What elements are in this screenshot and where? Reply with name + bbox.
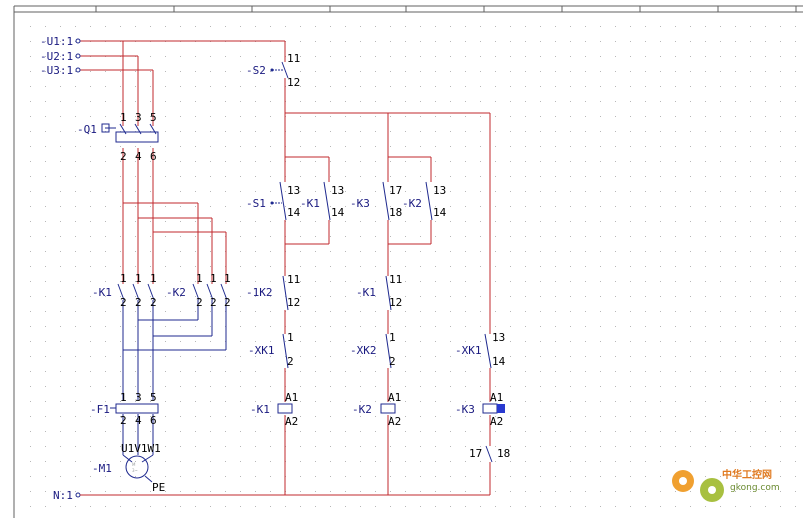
- k3-aux-pin-17: 17: [389, 184, 402, 197]
- k2-nc-pin-11: 11: [287, 273, 300, 286]
- k1-main-pin-2b: 2: [135, 296, 142, 309]
- q1-pin-2: 2: [120, 150, 127, 163]
- k3-coil-pin-a2: A2: [490, 415, 503, 428]
- q1-pin-3: 3: [135, 111, 142, 124]
- motor-pe-label: PE: [152, 481, 165, 494]
- k1-aux-label: -K1: [300, 197, 320, 210]
- k1-nc-pin-12: 12: [389, 296, 402, 309]
- f1-pin-5: 5: [150, 391, 157, 404]
- q1-pin-6: 6: [150, 150, 157, 163]
- k3-aux-label: -K3: [350, 197, 370, 210]
- xk1-a-pin-1: 1: [287, 331, 294, 344]
- supply-u1-label: -U1:1: [40, 35, 73, 48]
- k1-nc-pin-11: 11: [389, 273, 402, 286]
- q1-pin-5: 5: [150, 111, 157, 124]
- k3-timer-pin-18: 18: [497, 447, 510, 460]
- watermark-logo: [672, 470, 724, 502]
- k2-aux-pin-14: 14: [433, 206, 447, 219]
- k3-timer-pin-17: 17: [469, 447, 482, 460]
- s2-pin-11: 11: [287, 52, 300, 65]
- k3-coil-label: -K3: [455, 403, 475, 416]
- xk2-pin-1: 1: [389, 331, 396, 344]
- f1-pin-6: 6: [150, 414, 157, 427]
- k1-aux-pin-14: 14: [331, 206, 345, 219]
- q1-pin-1: 1: [120, 111, 127, 124]
- xk1-a-label: -XK1: [248, 344, 275, 357]
- k2-main-pin-1b: 1: [210, 272, 217, 285]
- s2-pin-12: 12: [287, 76, 300, 89]
- k1-main-pin-2c: 2: [150, 296, 157, 309]
- xk2-pin-2: 2: [389, 355, 396, 368]
- f1-pin-4: 4: [135, 414, 142, 427]
- k2-coil-pin-a2: A2: [388, 415, 401, 428]
- k1-coil-label: -K1: [250, 403, 270, 416]
- k2-main-pin-2c: 2: [224, 296, 231, 309]
- power-circuit-wires: [80, 40, 227, 284]
- q1-pin-4: 4: [135, 150, 142, 163]
- drawing-frame: [13, 5, 803, 518]
- xk1-b-pin-13: 13: [492, 331, 505, 344]
- k1-coil-pin-a1: A1: [285, 391, 298, 404]
- xk1-a-pin-2: 2: [287, 355, 294, 368]
- control-circuit-wires: [80, 40, 491, 496]
- k1-coil-pin-a2: A2: [285, 415, 298, 428]
- svg-text:M: M: [132, 462, 136, 467]
- k1-main-pin-2a: 2: [120, 296, 127, 309]
- xk1-b-pin-14: 14: [492, 355, 506, 368]
- k1-aux-pin-13: 13: [331, 184, 344, 197]
- k2-main-pin-2b: 2: [210, 296, 217, 309]
- k3-coil-pin-a1: A1: [490, 391, 503, 404]
- k3-aux-pin-18: 18: [389, 206, 402, 219]
- k3-coil-timer-marker: [497, 404, 505, 413]
- supply-terminals: [75, 38, 81, 498]
- k2-aux-pin-13: 13: [433, 184, 446, 197]
- k2-main-pin-2a: 2: [196, 296, 203, 309]
- supply-u2-label: -U2:1: [40, 50, 73, 63]
- watermark-site-name: 中华工控网: [722, 468, 772, 481]
- control-symbols: [272, 61, 498, 463]
- xk1-b-label: -XK1: [455, 344, 482, 357]
- k2-main-contacts: [192, 283, 228, 301]
- f1-pin-3: 3: [135, 391, 142, 404]
- xk2-label: -XK2: [350, 344, 377, 357]
- s1-label: -S1: [246, 197, 266, 210]
- supply-u3-label: -U3:1: [40, 64, 73, 77]
- k1-main-pin-1a: 1: [120, 272, 127, 285]
- overload-relay-f1-symbol: [110, 403, 159, 414]
- s1-pin-14: 14: [287, 206, 301, 219]
- k2-main-label: -K2: [166, 286, 186, 299]
- k2-coil-pin-a1: A1: [388, 391, 401, 404]
- f1-pin-1: 1: [120, 391, 127, 404]
- grid-dots: [30, 26, 796, 507]
- s2-actuator-dot: [270, 68, 274, 72]
- motor-terminals: U1V1W1: [121, 442, 161, 455]
- k1-main-contacts: [117, 283, 155, 301]
- motor-m1-label: -M1: [92, 462, 112, 475]
- power-circuit-blue-wires: [122, 300, 227, 463]
- motor-m1-symbol: M 3~: [125, 455, 153, 483]
- k1-main-pin-1c: 1: [150, 272, 157, 285]
- k2-aux-label: -K2: [402, 197, 422, 210]
- k2-nc-pin-12: 12: [287, 296, 300, 309]
- k1-main-label: -K1: [92, 286, 112, 299]
- s1-actuator-dot: [270, 201, 274, 205]
- neutral-label: N:1: [53, 489, 73, 502]
- k2-coil-label: -K2: [352, 403, 372, 416]
- k2-main-pin-1c: 1: [224, 272, 231, 285]
- k2-main-pin-1a: 1: [196, 272, 203, 285]
- overload-relay-f1-label: -F1: [90, 403, 110, 416]
- s1-pin-13: 13: [287, 184, 300, 197]
- svg-text:3~: 3~: [132, 468, 138, 473]
- f1-pin-2: 2: [120, 414, 127, 427]
- k1-main-pin-1b: 1: [135, 272, 142, 285]
- s2-label: -S2: [246, 64, 266, 77]
- breaker-q1-label: -Q1: [77, 123, 97, 136]
- k2-nc-label: -1K2: [246, 286, 273, 299]
- watermark-domain: gkong.com: [730, 483, 780, 493]
- breaker-q1-symbol: [101, 123, 159, 143]
- k1-nc-label: -K1: [356, 286, 376, 299]
